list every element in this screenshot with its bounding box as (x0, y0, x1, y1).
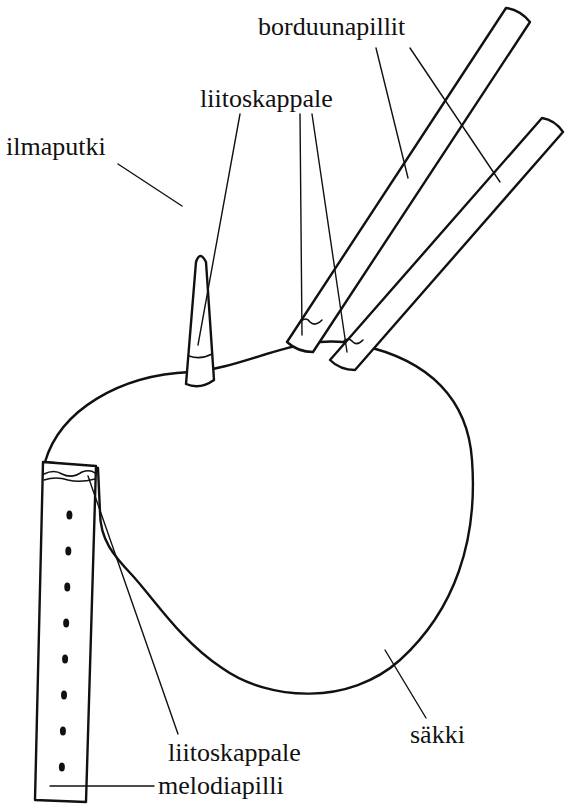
finger-hole (60, 727, 66, 736)
joint-band (44, 478, 95, 481)
blowpipe (186, 256, 214, 386)
drone-pipe (330, 118, 563, 370)
bag-outline (45, 342, 473, 694)
part-label: liitoskappale (168, 740, 301, 766)
joint-band (189, 354, 212, 358)
leader-lines (50, 48, 500, 786)
finger-holes (59, 511, 73, 772)
chanter-pipe (35, 462, 96, 802)
finger-hole (66, 511, 72, 520)
finger-hole (59, 763, 65, 772)
part-label: ilmaputki (6, 134, 106, 160)
finger-hole (65, 547, 71, 556)
finger-hole (62, 655, 68, 664)
finger-hole (63, 619, 69, 628)
finger-hole (61, 691, 67, 700)
part-label: melodiapilli (158, 773, 284, 799)
joint-band (44, 471, 95, 476)
joint-band (300, 319, 322, 324)
finger-hole (64, 583, 70, 592)
part-label: säkki (410, 722, 465, 748)
part-label: liitoskappale (200, 86, 333, 112)
part-label: borduunapillit (258, 14, 405, 40)
